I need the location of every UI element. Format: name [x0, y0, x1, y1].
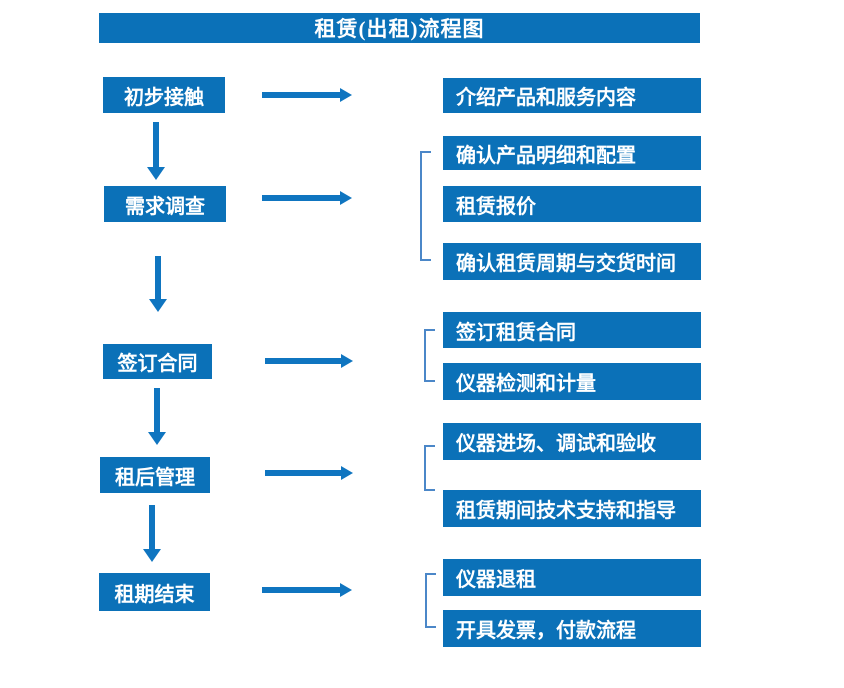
arrow-head-down-icon [148, 432, 166, 445]
target-box-confirm-product-details: 确认产品明细和配置 [443, 136, 701, 170]
target-box-instrument-inspection: 仪器检测和计量 [443, 363, 701, 400]
group-bracket-rental-end [425, 573, 436, 628]
target-box-instrument-setup-acceptance: 仪器进场、调试和验收 [443, 423, 701, 460]
target-box-introduce-products: 介绍产品和服务内容 [443, 78, 701, 113]
arrow-shaft [262, 195, 340, 201]
arrow-head-right-icon [341, 354, 353, 368]
stage-box-initial-contact: 初步接触 [103, 77, 225, 113]
arrow-shaft [155, 256, 161, 299]
target-label: 仪器退租 [456, 569, 536, 591]
stage-label: 初步接触 [124, 86, 204, 109]
stage-box-rental-end: 租期结束 [99, 573, 210, 611]
flow-arrow-down-1 [147, 122, 165, 180]
arrow-head-down-icon [147, 167, 165, 180]
stage-box-post-rental-management: 租后管理 [100, 457, 210, 493]
flow-arrow-down-2 [149, 256, 167, 312]
arrow-shaft [149, 505, 155, 549]
target-label: 租赁期间技术支持和指导 [456, 500, 676, 522]
flow-arrow-right-1 [262, 88, 352, 102]
arrow-head-down-icon [149, 299, 167, 312]
target-label: 仪器检测和计量 [456, 373, 596, 395]
target-label: 租赁报价 [456, 195, 536, 218]
flow-arrow-right-5 [262, 583, 352, 597]
stage-label: 签订合同 [117, 353, 198, 375]
stage-box-sign-contract: 签订合同 [103, 344, 212, 379]
arrow-head-down-icon [143, 549, 161, 562]
arrow-head-right-icon [340, 583, 352, 597]
arrow-shaft [262, 587, 340, 593]
arrow-head-right-icon [340, 191, 352, 205]
target-box-sign-rental-contract: 签订租赁合同 [443, 312, 701, 348]
title-bar: 租赁(出租)流程图 [99, 13, 700, 43]
arrow-shaft [265, 470, 341, 476]
target-box-confirm-rental-period: 确认租赁周期与交货时间 [443, 243, 701, 280]
flow-arrow-right-3 [265, 354, 353, 368]
group-bracket-post-rental-management [424, 445, 435, 491]
flow-arrow-right-2 [262, 191, 352, 205]
arrow-shaft [262, 92, 340, 98]
arrow-head-right-icon [340, 88, 352, 102]
target-label: 确认租赁周期与交货时间 [456, 253, 676, 275]
flow-arrow-right-4 [265, 466, 353, 480]
group-bracket-demand-survey [420, 151, 431, 261]
page-title: 租赁(出租)流程图 [314, 17, 485, 41]
arrow-shaft [153, 122, 159, 167]
target-label: 仪器进场、调试和验收 [456, 433, 656, 455]
stage-label: 需求调查 [125, 195, 205, 218]
target-label: 介绍产品和服务内容 [456, 87, 636, 109]
stage-label: 租后管理 [115, 466, 195, 489]
target-label: 签订租赁合同 [456, 321, 576, 344]
flow-arrow-down-3 [148, 388, 166, 445]
target-box-rental-quote: 租赁报价 [443, 186, 701, 222]
stage-label: 租期结束 [114, 583, 195, 606]
arrow-head-right-icon [341, 466, 353, 480]
target-box-instrument-return: 仪器退租 [443, 559, 701, 596]
group-bracket-sign-contract [424, 329, 435, 382]
target-box-technical-support: 租赁期间技术支持和指导 [443, 490, 701, 527]
target-label: 开具发票，付款流程 [456, 620, 636, 642]
target-box-invoice-payment: 开具发票，付款流程 [443, 610, 701, 647]
flow-arrow-down-4 [143, 505, 161, 562]
arrow-shaft [154, 388, 160, 432]
stage-box-demand-survey: 需求调查 [104, 186, 226, 222]
arrow-shaft [265, 358, 341, 364]
target-label: 确认产品明细和配置 [456, 144, 636, 167]
